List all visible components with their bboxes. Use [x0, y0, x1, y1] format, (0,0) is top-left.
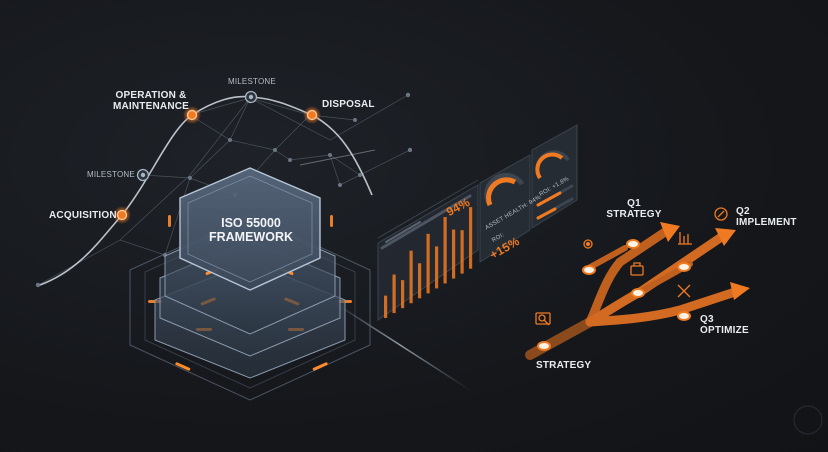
dashboard-bar — [452, 229, 456, 279]
dashboard-bar — [392, 274, 396, 314]
briefcase-icon — [630, 262, 644, 276]
dashboard-panel — [377, 124, 578, 321]
analytics-icon — [535, 312, 551, 326]
label-q3-line1: Q3 — [700, 314, 714, 325]
node-strategy — [537, 341, 551, 351]
gauge-roi — [535, 150, 570, 180]
node-milestone-left — [136, 168, 150, 182]
node-q1 — [626, 239, 640, 249]
hex-stack — [154, 167, 346, 379]
node-mid — [631, 288, 645, 298]
dashboard-bar — [401, 280, 405, 309]
lifecycle-curve — [39, 95, 373, 286]
dashboard-bar — [435, 246, 439, 289]
core-title-line1: ISO 55000 — [221, 216, 281, 230]
label-q3: Q3 OPTIMIZE — [700, 314, 749, 336]
label-strategy: STRATEGY — [536, 360, 592, 371]
dashboard-bar — [384, 295, 388, 318]
gear-icon — [583, 239, 593, 249]
node-q2 — [677, 262, 691, 272]
hex-frames — [129, 214, 371, 401]
label-milestone-top: MILESTONE — [228, 77, 276, 86]
gauge-asset-health — [484, 172, 525, 207]
label-q2: Q2 IMPLEMENT — [736, 206, 797, 228]
dashboard-bar — [409, 250, 413, 304]
label-q1-line2: STRATEGY — [606, 209, 662, 220]
label-disposal: DISPOSAL — [322, 99, 375, 110]
dashboard-bar — [426, 233, 430, 294]
label-q1-line1: Q1 — [627, 198, 641, 209]
tools-icon — [677, 284, 691, 298]
rocket-icon — [714, 207, 728, 221]
arrow-q1 — [660, 222, 680, 242]
frame-accents — [148, 215, 352, 371]
roadmap-nodes — [537, 239, 691, 351]
arrow-q2 — [715, 228, 736, 246]
dashboard-bar — [443, 216, 447, 284]
node-disposal — [303, 106, 321, 124]
light-beam — [329, 299, 471, 391]
node-milestone-top — [244, 90, 258, 104]
label-q3-line2: OPTIMIZE — [700, 325, 749, 336]
label-q1: Q1 STRATEGY — [604, 198, 664, 220]
label-operation: OPERATION & MAINTENANCE — [111, 90, 191, 112]
dashboard-bar — [469, 207, 473, 269]
core-title: ISO 55000 FRAMEWORK — [196, 216, 306, 244]
arrow-q3 — [730, 282, 750, 300]
mini-bars — [536, 184, 574, 220]
dashboard-bar — [418, 263, 422, 299]
node-q3 — [677, 311, 691, 321]
label-operation-line1: OPERATION & — [115, 90, 187, 101]
bar-chart — [384, 207, 473, 318]
label-operation-line2: MAINTENANCE — [112, 101, 190, 112]
roadmap-icons — [535, 207, 728, 326]
core-title-line2: FRAMEWORK — [208, 230, 293, 244]
node-mid-left — [582, 265, 596, 275]
chart-up-icon — [678, 232, 692, 245]
label-q2-line2: IMPLEMENT — [736, 217, 797, 228]
node-operation — [183, 106, 201, 124]
label-q2-line1: Q2 — [736, 206, 750, 217]
label-acquisition: ACQUISITION — [49, 210, 117, 221]
node-acquisition — [113, 206, 131, 224]
dashboard-bar — [460, 230, 464, 274]
label-milestone-left: MILESTONE — [87, 170, 135, 179]
